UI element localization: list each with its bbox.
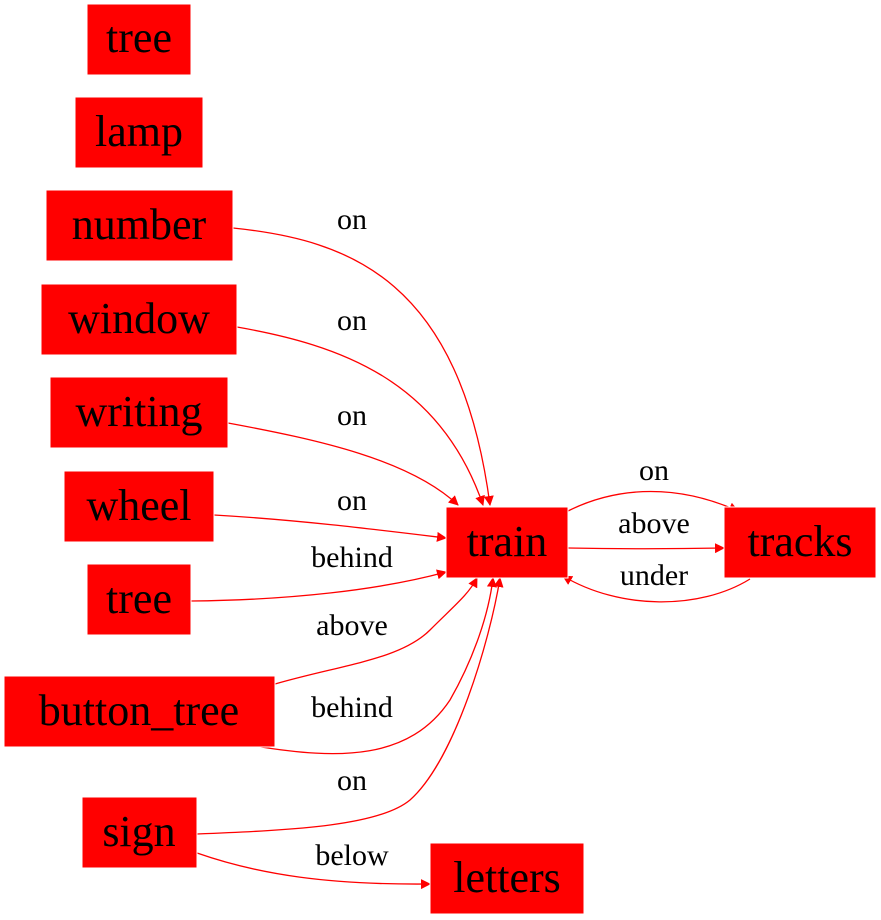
edge-label-button-tree-train-behind: behind [311, 691, 393, 724]
node-label-number: number [72, 200, 207, 249]
node-lamp: lamp [74, 96, 204, 169]
node-train: train [445, 506, 569, 579]
node-label-writing: writing [75, 387, 202, 436]
edge-train-tracks-on [567, 490, 739, 512]
node-label-letters: letters [453, 853, 561, 902]
edge-label-wheel-train: on [337, 484, 367, 517]
node-label-tree-mid: tree [106, 574, 172, 623]
edge-sign-letters [196, 852, 431, 890]
edge-label-sign-letters: below [315, 839, 389, 872]
node-tree-top: tree [86, 3, 192, 76]
node-tracks: tracks [723, 506, 877, 579]
edge-wheel-train [213, 514, 447, 542]
edge-label-window-train: on [337, 304, 367, 337]
node-wheel: wheel [63, 470, 215, 543]
edge-number-train [232, 227, 494, 506]
edge-label-tree-train: behind [311, 541, 393, 574]
edge-button-tree-train-behind [254, 577, 497, 755]
edge-label-sign-train: on [337, 764, 367, 797]
edge-label-train-tracks-on: on [639, 454, 669, 487]
node-label-sign: sign [102, 807, 175, 856]
edge-labels: on on on on behind above behind on below… [311, 203, 690, 872]
edge-label-button-tree-train-above: above [316, 609, 388, 642]
edge-label-number-train: on [337, 203, 367, 236]
edge-label-tracks-train-under: under [620, 559, 688, 592]
edge-button-tree-train-above [274, 577, 478, 685]
node-window: window [40, 283, 238, 356]
node-label-window: window [68, 294, 210, 343]
node-letters: letters [429, 842, 585, 915]
edge-window-train [236, 326, 485, 506]
edge-tree-train [190, 569, 447, 602]
edges [190, 227, 751, 890]
node-number: number [45, 189, 234, 262]
nodes: tree lamp number window writing wheel tr… [3, 3, 877, 915]
node-button-tree: button_tree [3, 675, 276, 748]
node-label-train: train [467, 517, 548, 566]
node-label-button-tree: button_tree [39, 686, 239, 735]
edge-writing-train [227, 422, 459, 506]
edge-tracks-train-under [562, 575, 751, 603]
edge-train-tracks-above [567, 543, 725, 554]
node-label-tracks: tracks [747, 517, 852, 566]
edge-label-writing-train: on [337, 399, 367, 432]
node-label-tree-top: tree [106, 13, 172, 62]
edge-sign-train [196, 577, 504, 835]
node-writing: writing [49, 376, 229, 449]
edge-label-train-tracks-above: above [618, 507, 690, 540]
node-sign: sign [81, 796, 198, 869]
node-tree-mid: tree [86, 563, 192, 636]
node-label-wheel: wheel [86, 481, 191, 530]
node-label-lamp: lamp [95, 107, 183, 156]
